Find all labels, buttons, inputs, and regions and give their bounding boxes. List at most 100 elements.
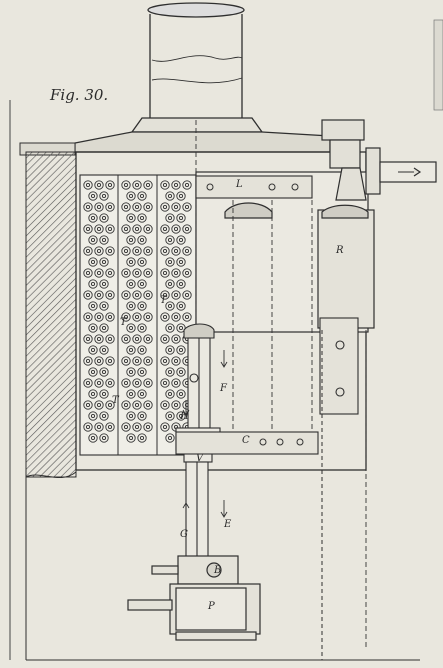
tube-circle [99, 367, 109, 377]
tube-circle [160, 378, 170, 388]
tube-circle [88, 257, 98, 267]
tube-bore [96, 380, 102, 386]
tube-bore [90, 237, 96, 243]
tube-circle [83, 246, 93, 256]
tube-circle [176, 411, 186, 421]
tube-bore [167, 215, 173, 221]
tube-bore [101, 369, 107, 375]
tube-bore [184, 292, 190, 298]
tube-bore [167, 347, 173, 353]
tube-circle [143, 268, 153, 278]
tube-circle [94, 202, 104, 212]
tube-bore [173, 314, 179, 320]
tube-circle [88, 389, 98, 399]
tube-circle [126, 213, 136, 223]
tube-circle [83, 268, 93, 278]
tube-circle [105, 422, 115, 432]
tube-circle [105, 202, 115, 212]
tube-circle [171, 268, 181, 278]
tube-bore [139, 237, 145, 243]
tube-circle [132, 422, 142, 432]
flow-arrows [182, 350, 228, 520]
tube-bore [128, 369, 134, 375]
tube-bore [101, 303, 107, 309]
tube-circle [137, 367, 147, 377]
tube-circle [83, 224, 93, 234]
tube-bore [123, 292, 129, 298]
tube-bore [173, 336, 179, 342]
tube-bore [90, 347, 96, 353]
tube-circle [126, 367, 136, 377]
tube-circle [165, 301, 175, 311]
tube-bore [139, 281, 145, 287]
tube-circle [88, 345, 98, 355]
tube-bore [107, 358, 113, 364]
tube-circle [121, 378, 131, 388]
tube-circle [99, 323, 109, 333]
tube-bore [162, 270, 168, 276]
tube-bore [134, 402, 140, 408]
tube-circle [132, 312, 142, 322]
tube-bore [90, 215, 96, 221]
tube-circle [171, 312, 181, 322]
tube-circle [176, 301, 186, 311]
tube-bore [145, 182, 151, 188]
tube-bore [90, 435, 96, 441]
tube-bore [128, 413, 134, 419]
tube-bore [107, 402, 113, 408]
label-T-1: T [160, 295, 167, 306]
tube-bore [101, 391, 107, 397]
tube-bore [128, 303, 134, 309]
tube-circle [99, 213, 109, 223]
tube-circle [83, 378, 93, 388]
tube-circle [94, 356, 104, 366]
tube-circle [88, 191, 98, 201]
tube-bore [139, 325, 145, 331]
label-R: R [336, 245, 344, 256]
tube-circle [83, 312, 93, 322]
tube-bore [167, 391, 173, 397]
tube-circle [182, 290, 192, 300]
hatched-wall [25, 151, 77, 478]
tube-circle [88, 213, 98, 223]
tube-circle [94, 246, 104, 256]
tube-circle [99, 279, 109, 289]
tube-circle [160, 224, 170, 234]
tube-circle [83, 290, 93, 300]
chimney [130, 2, 264, 133]
tube-circle [99, 389, 109, 399]
tube-circle [132, 202, 142, 212]
tube-circle [143, 334, 153, 344]
tube-circle [165, 433, 175, 443]
tube-circle [88, 301, 98, 311]
tube-bore [90, 391, 96, 397]
tube-circle [137, 323, 147, 333]
tube-bore [85, 402, 91, 408]
tube-circle [160, 290, 170, 300]
tube-circle [121, 334, 131, 344]
tube-bore [134, 248, 140, 254]
tube-bore [145, 270, 151, 276]
tube-bore [128, 215, 134, 221]
tube-bore [134, 314, 140, 320]
tube-circle [182, 224, 192, 234]
tube-circle [137, 433, 147, 443]
tube-bore [184, 226, 190, 232]
tube-circle [165, 191, 175, 201]
tube-bore [178, 303, 184, 309]
tube-circle [88, 235, 98, 245]
tube-circle [94, 312, 104, 322]
tube-bore [145, 314, 151, 320]
tube-circle [165, 389, 175, 399]
tube-bore [90, 281, 96, 287]
tube-bore [173, 204, 179, 210]
wall-bracket [319, 317, 359, 415]
tube-circle [176, 257, 186, 267]
tube-bore [134, 204, 140, 210]
tube-bore [128, 325, 134, 331]
tube-circle [83, 334, 93, 344]
tube-bore [167, 413, 173, 419]
tube-bore [128, 237, 134, 243]
tube-circle [171, 246, 181, 256]
tube-circle [105, 356, 115, 366]
